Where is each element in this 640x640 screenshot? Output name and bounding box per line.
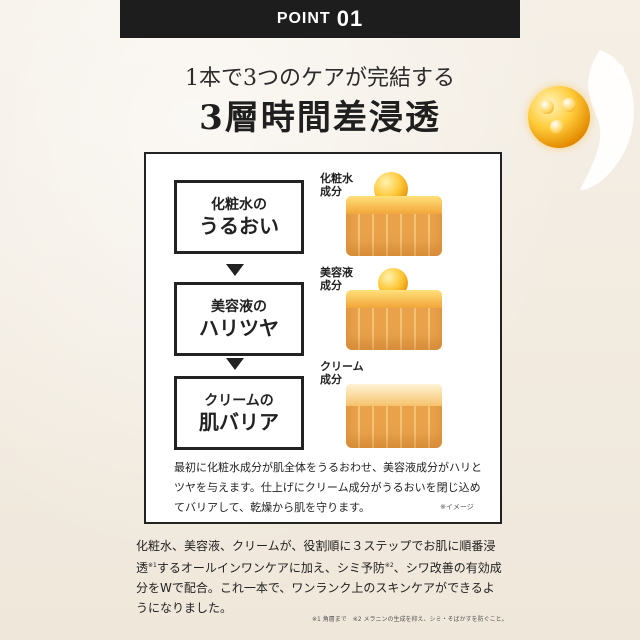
footnote-marker-1: ※1 [148,562,157,569]
skin-layer-toner-illustration [346,196,442,256]
point-word: POINT [276,10,331,27]
infographic-caption: 最初に化粧水成分が肌全体をうるおわせ、美容液成分がハリとツヤを与えます。仕上げに… [174,461,482,514]
step-line2: 肌バリア [199,410,279,434]
image-note: ※イメージ [440,503,474,511]
skin-layer-serum-illustration [346,290,442,350]
layer-label-serum: 美容液 成分 [320,266,353,292]
milk-splash-icon [580,50,634,190]
down-arrow-icon [226,264,244,276]
step-box-toner: 化粧水の うるおい [174,180,304,254]
layer-label-cream: クリーム 成分 [320,360,364,386]
layer-label-line1: クリーム [320,360,364,373]
body-text-part1: 化粧水、美容液、クリームが、役割順に３ステップでお肌に順番浸透 [136,539,496,575]
headline-subtitle: 1本で3つのケアが完結する [185,66,455,91]
headline-title: 3層時間差浸透 [199,98,441,138]
layer-label-line2: 成分 [320,373,342,386]
layer-label-line2: 成分 [320,279,342,292]
golden-serum-drop-icon [528,86,590,148]
step-line2: ハリツヤ [199,316,279,340]
layer-label-line2: 成分 [320,185,342,198]
body-text-part2: するオールインワンケアに加え、シミ予防 [156,561,385,575]
layer-label-line1: 美容液 [320,266,353,279]
footnote: ※1 角層まで ※2 メラニンの生成を抑え、シミ・そばかすを防ぐこと。 [312,616,508,623]
body-text-part3: 、シワ改善の有効成分をWで配合。これ一本で、ワンランク上のスキンケアができるよう… [136,561,502,615]
step-box-cream: クリームの 肌バリア [174,376,304,450]
step-line2: うるおい [199,214,279,238]
step-line1: 美容液の [211,299,267,315]
step-line1: 化粧水の [211,197,267,213]
step-line1: クリームの [204,393,274,409]
down-arrow-icon [226,358,244,370]
skin-layer-cream-illustration [346,384,442,448]
layer-label-line1: 化粧水 [320,172,353,185]
step-box-serum: 美容液の ハリツヤ [174,282,304,356]
point-number: 01 [336,6,364,31]
point-header-bar: POINT 01 [120,0,520,38]
body-description: 化粧水、美容液、クリームが、役割順に３ステップでお肌に順番浸透※1するオールイン… [136,536,506,618]
layer-label-toner: 化粧水 成分 [320,172,353,198]
footnote-marker-2: ※2 [384,562,394,569]
